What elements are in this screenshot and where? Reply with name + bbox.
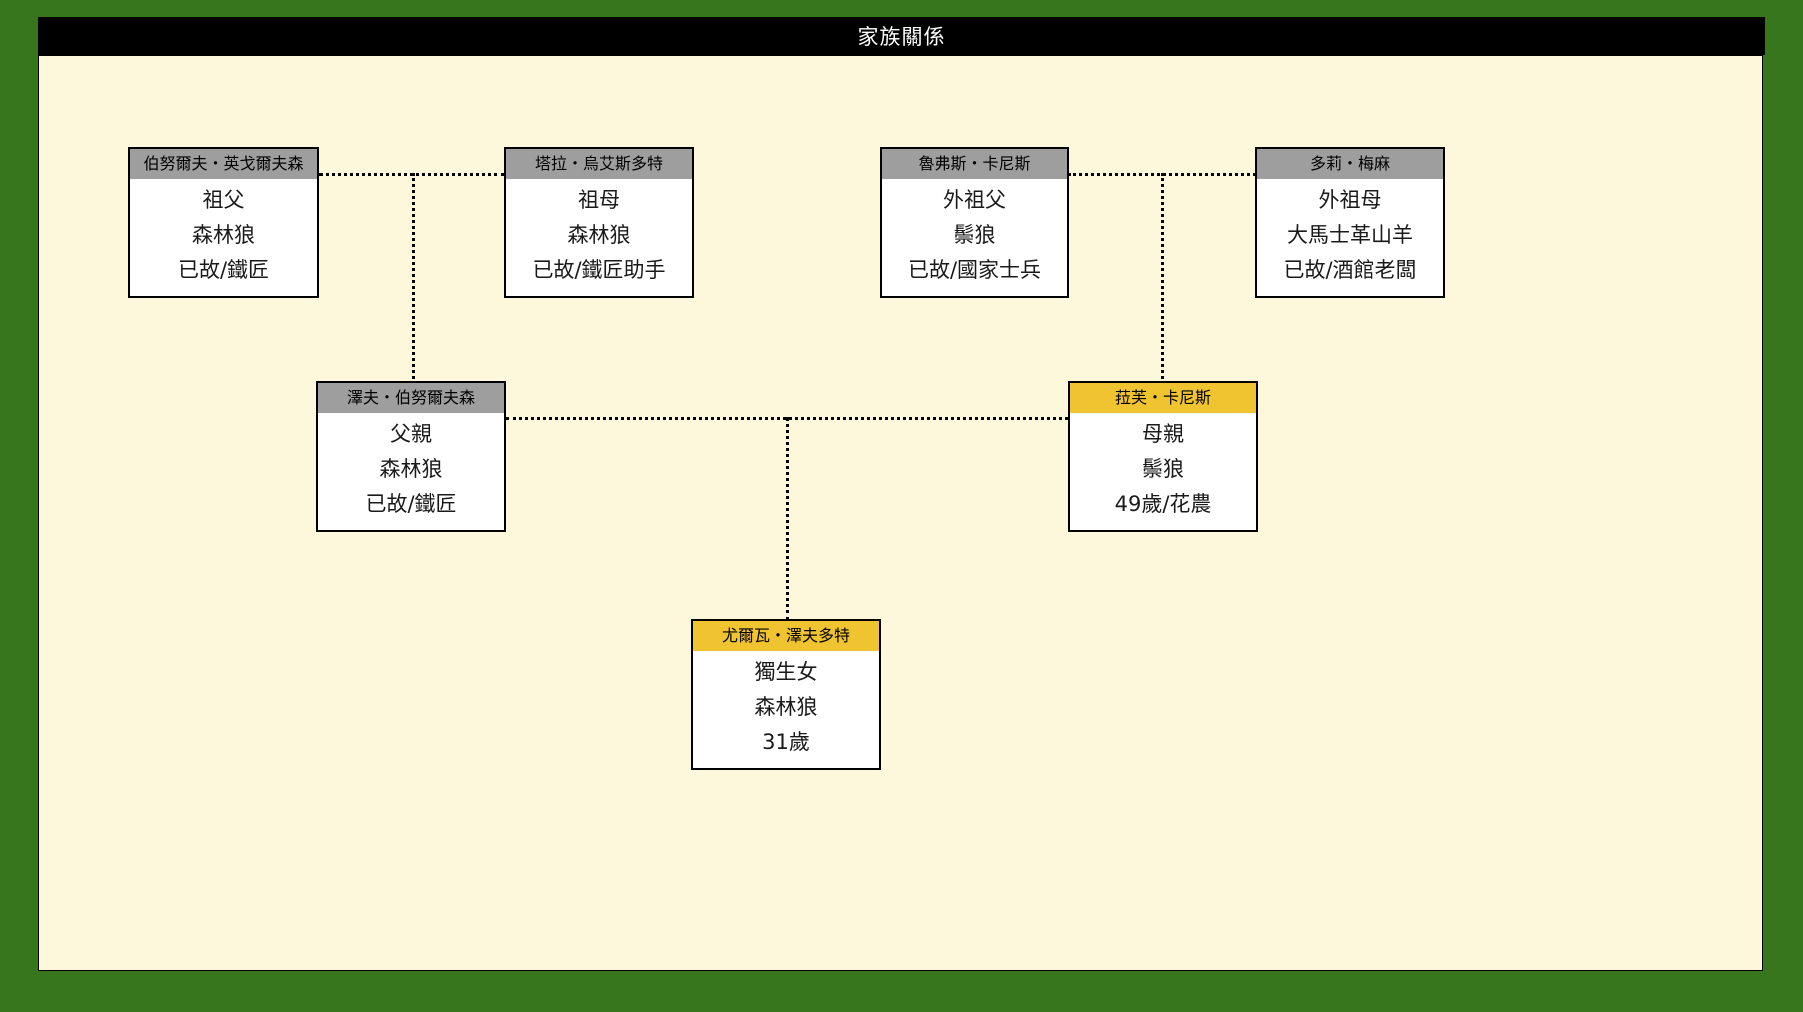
- person-relation: 外祖母: [1318, 188, 1382, 212]
- person-details: 外祖父 鬃狼 已故/國家士兵: [882, 179, 1067, 296]
- person-relation: 獨生女: [754, 660, 818, 684]
- person-card-paternal-grandmother[interactable]: 塔拉・烏艾斯多特 祖母 森林狼 已故/鐵匠助手: [504, 147, 694, 298]
- person-species: 大馬士革山羊: [1287, 223, 1413, 247]
- person-details: 母親 鬃狼 49歲/花農: [1070, 413, 1256, 530]
- person-details: 父親 森林狼 已故/鐵匠: [318, 413, 504, 530]
- person-status: 已故/鐵匠: [177, 258, 270, 282]
- person-relation: 父親: [390, 422, 432, 446]
- person-relation: 祖母: [578, 188, 620, 212]
- person-relation: 母親: [1142, 422, 1184, 446]
- connector-maternal-to-mother: [1161, 173, 1164, 385]
- person-relation: 祖父: [202, 188, 245, 212]
- person-species: 森林狼: [379, 457, 443, 481]
- connector-parents-to-child: [786, 417, 789, 621]
- person-card-mother[interactable]: 菈芙・卡尼斯 母親 鬃狼 49歲/花農: [1068, 381, 1258, 532]
- person-status: 已故/酒館老闆: [1283, 258, 1417, 282]
- person-species: 鬃狼: [953, 223, 996, 247]
- person-name: 多莉・梅麻: [1257, 149, 1443, 179]
- person-details: 祖父 森林狼 已故/鐵匠: [130, 179, 317, 296]
- person-card-maternal-grandmother[interactable]: 多莉・梅麻 外祖母 大馬士革山羊 已故/酒館老闆: [1255, 147, 1445, 298]
- person-status: 已故/鐵匠: [365, 492, 457, 516]
- diagram-canvas: 伯努爾夫・英戈爾夫森 祖父 森林狼 已故/鐵匠 塔拉・烏艾斯多特 祖母 森林狼 …: [38, 55, 1763, 971]
- person-status: 已故/國家士兵: [907, 258, 1042, 282]
- person-card-father[interactable]: 澤夫・伯努爾夫森 父親 森林狼 已故/鐵匠: [316, 381, 506, 532]
- person-name: 伯努爾夫・英戈爾夫森: [130, 149, 317, 179]
- person-species: 森林狼: [754, 695, 818, 719]
- person-name: 菈芙・卡尼斯: [1070, 383, 1256, 413]
- person-card-child[interactable]: 尤爾瓦・澤夫多特 獨生女 森林狼 31歲: [691, 619, 881, 770]
- person-status: 已故/鐵匠助手: [532, 258, 666, 282]
- person-status: 31歲: [762, 730, 810, 754]
- page-title: 家族關係: [857, 25, 946, 49]
- connector-paternal-to-father: [412, 173, 415, 385]
- person-species: 鬃狼: [1142, 457, 1184, 481]
- person-details: 獨生女 森林狼 31歲: [693, 651, 879, 768]
- window-title-bar: 家族關係: [38, 17, 1765, 55]
- person-species: 森林狼: [192, 223, 255, 247]
- person-name: 塔拉・烏艾斯多特: [506, 149, 692, 179]
- person-details: 祖母 森林狼 已故/鐵匠助手: [506, 179, 692, 296]
- person-status: 49歲/花農: [1114, 492, 1212, 516]
- person-card-paternal-grandfather[interactable]: 伯努爾夫・英戈爾夫森 祖父 森林狼 已故/鐵匠: [128, 147, 319, 298]
- person-details: 外祖母 大馬士革山羊 已故/酒館老闆: [1257, 179, 1443, 296]
- person-relation: 外祖父: [943, 188, 1006, 212]
- person-species: 森林狼: [567, 223, 631, 247]
- person-card-maternal-grandfather[interactable]: 魯弗斯・卡尼斯 外祖父 鬃狼 已故/國家士兵: [880, 147, 1069, 298]
- person-name: 尤爾瓦・澤夫多特: [693, 621, 879, 651]
- person-name: 魯弗斯・卡尼斯: [882, 149, 1067, 179]
- person-name: 澤夫・伯努爾夫森: [318, 383, 504, 413]
